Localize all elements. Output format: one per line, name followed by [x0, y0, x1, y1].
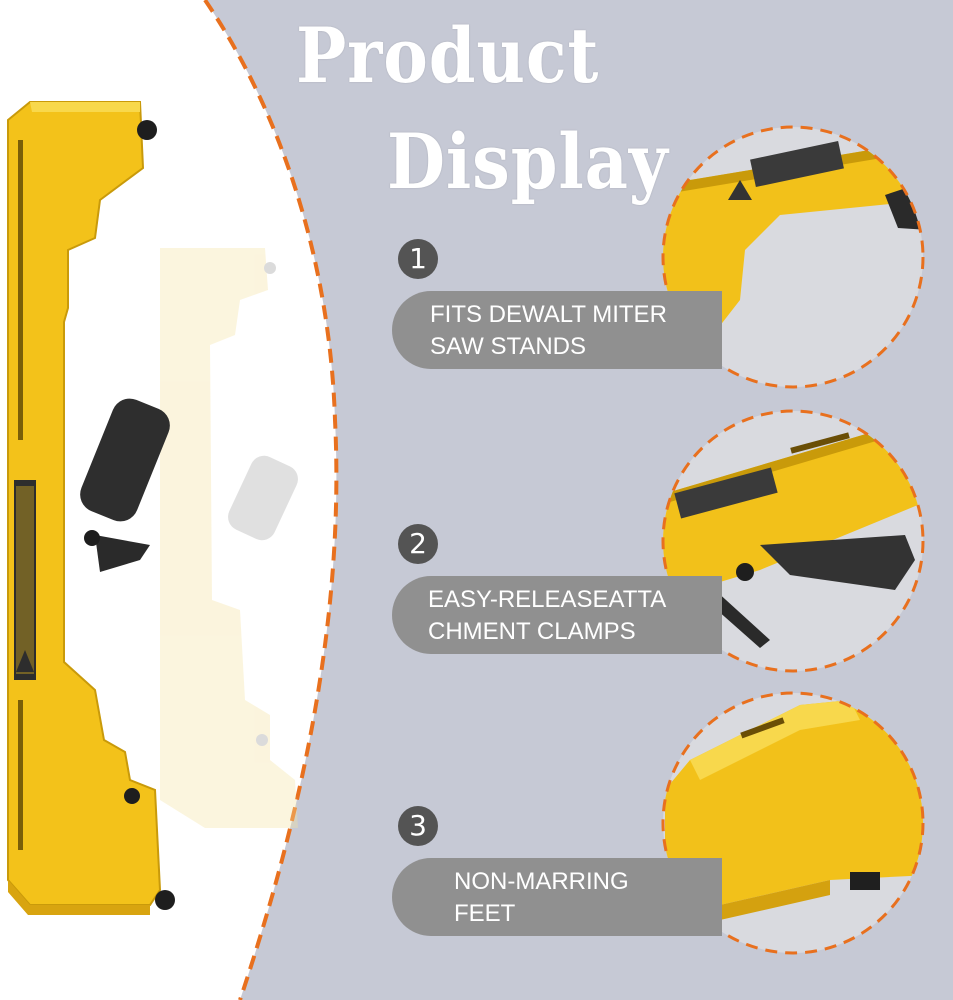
page-title-line2: Display	[387, 117, 669, 206]
feature-number-badge: 2	[398, 524, 438, 564]
feature-label-line: FEET	[454, 900, 516, 927]
feature-label-line: FITS DEWALT MITER	[430, 301, 667, 328]
feature-label-pill: FITS DEWALT MITER SAW STANDS	[392, 291, 722, 369]
feature-label-line: EASY-RELEASEATTA	[428, 586, 667, 613]
feature-number-badge: 1	[398, 239, 438, 279]
feature-label-line: CHMENT CLAMPS	[428, 618, 636, 645]
page-title-line1: Product	[296, 11, 600, 100]
product-bracket-image	[7, 101, 175, 915]
feature-label-pill: EASY-RELEASEATTA CHMENT CLAMPS	[392, 576, 722, 654]
product-bracket-ghost-image	[160, 248, 298, 828]
feature-label-line: NON-MARRING	[454, 868, 629, 895]
feature-label-pill: NON-MARRING FEET	[392, 858, 722, 936]
feature-label-line: SAW STANDS	[430, 333, 587, 360]
detail-clamp-image	[661, 409, 925, 673]
curve-dashed-border	[203, 0, 339, 1000]
feature-number-badge: 3	[398, 806, 438, 846]
